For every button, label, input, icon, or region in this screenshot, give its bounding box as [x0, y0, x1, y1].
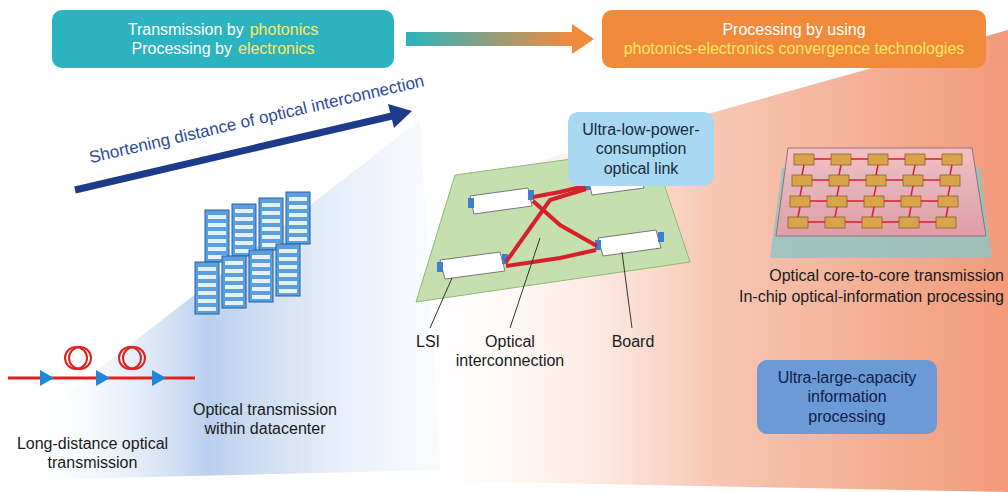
- server-racks: [195, 192, 310, 314]
- chip-cores: [788, 154, 962, 228]
- box-text: Processing by: [132, 39, 233, 58]
- highlight-text: electronics: [238, 39, 314, 58]
- box-text: Ultra-large-capacity information process…: [770, 368, 924, 426]
- part-label: LSI: [410, 332, 446, 351]
- leader-line: [622, 252, 632, 328]
- box-text: Transmission by: [128, 20, 244, 39]
- scale-label: Optical transmission within datacenter: [185, 400, 345, 438]
- part-label: Board: [605, 332, 661, 351]
- box-text: Ultra-low-power-consumption optical link: [581, 120, 701, 178]
- feature-box: Ultra-low-power-consumption optical link: [568, 112, 714, 186]
- feature-box: Ultra-large-capacity information process…: [757, 360, 937, 434]
- shortening-arrowhead: [388, 104, 412, 128]
- lsi-chips: [437, 171, 664, 279]
- blue-fan: [20, 120, 440, 480]
- highlight-text: photonics-electronics convergence techno…: [624, 39, 965, 58]
- amplifier: [96, 370, 110, 386]
- red-fan: [400, 30, 1008, 492]
- stage-box: Processing by usingphotonics-electronics…: [602, 10, 986, 68]
- amplifier: [152, 370, 166, 386]
- scale-label: Optical core-to-core transmission: [740, 266, 1004, 285]
- fiber-coil: [123, 347, 145, 369]
- leader-line: [510, 238, 540, 328]
- scale-label: In-chip optical-information processing: [720, 287, 1004, 306]
- stage-box: Transmission by photonicsProcessing by ele…: [52, 10, 394, 68]
- part-label: Optical interconnection: [455, 332, 565, 370]
- fiber-coil: [69, 347, 91, 369]
- flow-arrow: [406, 24, 594, 54]
- box-text: Processing by using: [722, 20, 865, 39]
- amplifier: [40, 370, 54, 386]
- chip-layer: [776, 148, 986, 236]
- optical-interconnection-lines: [506, 186, 597, 266]
- highlight-text: photonics: [250, 20, 319, 39]
- scale-label: Long-distance optical transmission: [10, 434, 175, 472]
- leader-line: [430, 278, 452, 328]
